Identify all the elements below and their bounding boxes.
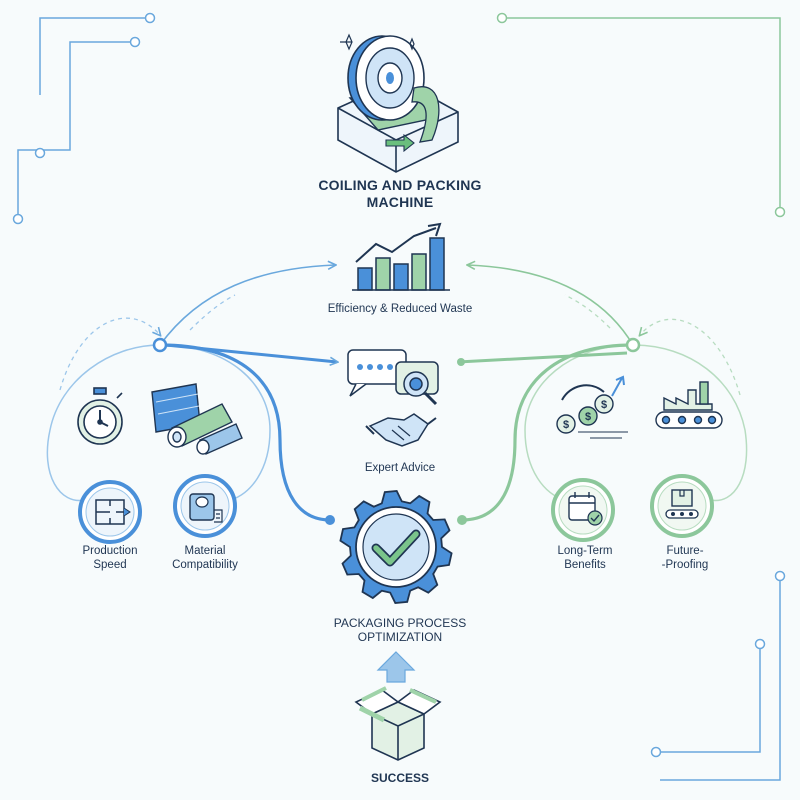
material-compatibility-line1: Material bbox=[184, 545, 226, 557]
optimization-line2: OPTIMIZATION bbox=[357, 630, 443, 645]
gear-checkmark-icon bbox=[339, 490, 453, 604]
long-term-benefits-label: Long-Term Benefits bbox=[535, 545, 635, 573]
corner-decoration-bottom-right bbox=[650, 570, 786, 781]
factory-conveyor-icon bbox=[655, 381, 723, 429]
svg-text:$: $ bbox=[585, 411, 591, 423]
right-loop-connectors bbox=[457, 265, 748, 525]
production-speed-line1: Production bbox=[82, 545, 138, 557]
material-compatibility-label: Material Compatibility bbox=[150, 545, 260, 573]
corner-decoration-top-left bbox=[12, 12, 156, 225]
success-label: SUCCESS bbox=[370, 771, 429, 785]
box-conveyor-icon bbox=[650, 474, 714, 538]
optimization-label: PACKAGING PROCESS OPTIMIZATION bbox=[280, 616, 520, 645]
open-box-icon bbox=[354, 686, 442, 761]
production-speed-label: Production Speed bbox=[60, 545, 160, 573]
machine-title: COILING AND PACKING MACHINE bbox=[260, 177, 540, 211]
corner-decoration-top-right bbox=[496, 12, 786, 218]
machine-title-line2: MACHINE bbox=[366, 193, 434, 210]
stopwatch-icon bbox=[77, 387, 123, 445]
future-proofing-label: Future- -Proofing bbox=[635, 545, 735, 573]
up-arrow-icon bbox=[376, 651, 416, 683]
svg-text:$: $ bbox=[601, 399, 607, 411]
machine-title-line1: COILING AND PACKING bbox=[318, 177, 482, 193]
long-term-benefits-line2: Benefits bbox=[564, 558, 606, 571]
chat-rating-handshake-icon bbox=[347, 349, 439, 447]
optimization-line1: PACKAGING PROCESS bbox=[333, 616, 467, 630]
material-compatibility-line2: Compatibility bbox=[172, 558, 238, 571]
future-proofing-line1: Future- bbox=[666, 545, 704, 557]
bar-chart-growth-icon bbox=[352, 222, 450, 291]
production-speed-line2: Speed bbox=[93, 558, 127, 571]
material-rolls-icon bbox=[151, 383, 243, 455]
expert-advice-label: Expert Advice bbox=[364, 462, 436, 474]
efficiency-label: Efficiency & Reduced Waste bbox=[327, 303, 473, 315]
coil-machine-icon bbox=[337, 33, 459, 173]
svg-text:$: $ bbox=[563, 419, 569, 431]
money-growth-icon: $ $ $ bbox=[556, 375, 628, 439]
future-proofing-line2: -Proofing bbox=[661, 558, 709, 571]
tape-roll-icon bbox=[173, 474, 237, 538]
floorplan-flow-icon bbox=[78, 480, 142, 544]
left-loop-connectors bbox=[46, 265, 337, 525]
calendar-check-icon bbox=[551, 478, 615, 542]
long-term-benefits-line1: Long-Term bbox=[557, 545, 613, 557]
